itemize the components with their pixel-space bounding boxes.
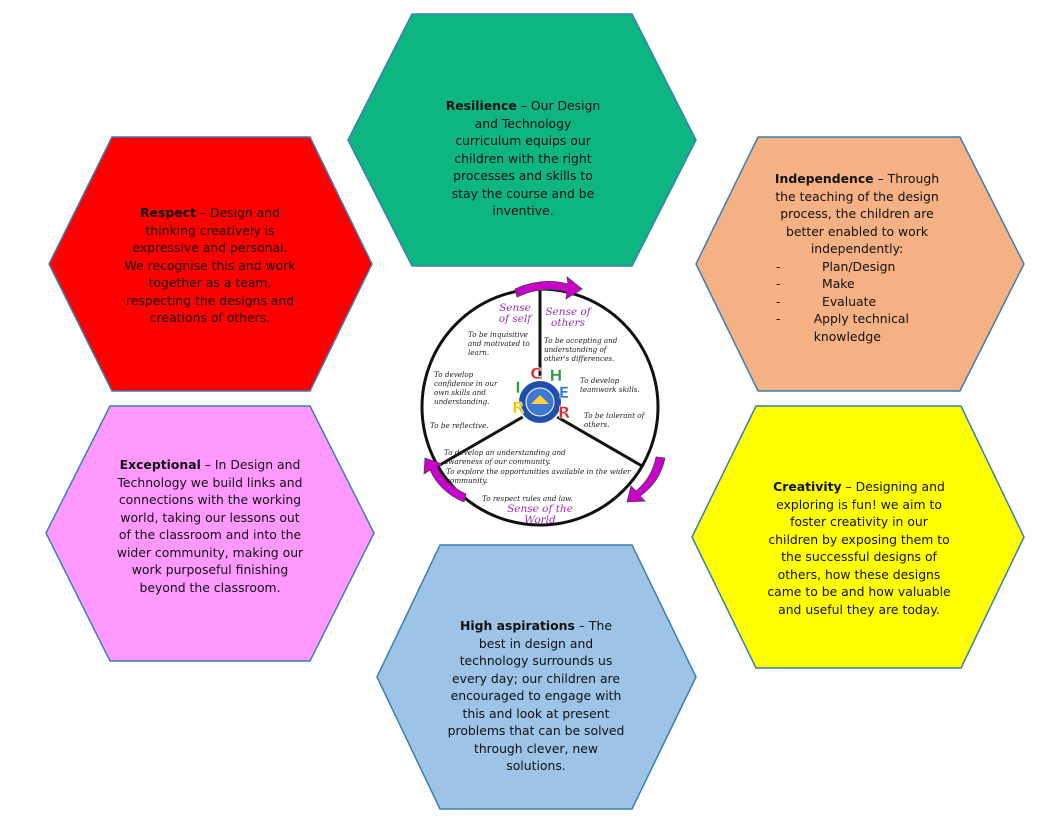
aspirations-text: High aspirations – The best in design an… bbox=[447, 618, 625, 773]
exceptional-text: Exceptional – In Design and Technology w… bbox=[116, 457, 304, 595]
richer-letter: C bbox=[530, 364, 542, 383]
richer-letter: E bbox=[559, 383, 570, 402]
exceptional-title: Exceptional bbox=[119, 457, 201, 472]
hexagon-aspirations bbox=[376, 544, 697, 810]
aspirations-title: High aspirations bbox=[460, 618, 575, 633]
creativity-title: Creativity bbox=[773, 479, 842, 494]
independence-bullet: -Evaluate bbox=[776, 293, 877, 309]
richer-letter: R bbox=[558, 403, 570, 422]
creativity-body: Designing and exploring is fun! we aim t… bbox=[767, 479, 951, 617]
independence-bullet: -Make bbox=[776, 276, 855, 291]
wheel-arrows bbox=[423, 276, 666, 503]
school-logo-emblem-icon bbox=[531, 395, 549, 404]
hexagon-respect bbox=[48, 136, 373, 392]
richer-letter: R bbox=[512, 398, 524, 417]
arrow-left-icon bbox=[423, 457, 467, 503]
hexagon-independence bbox=[695, 136, 1025, 392]
independence-bullet: -Plan/Design bbox=[776, 258, 896, 274]
richer-letters: R I C H E R bbox=[512, 364, 571, 423]
richer-letter: I bbox=[515, 378, 521, 397]
hexagon-resilience bbox=[347, 13, 697, 267]
independence-title: Independence bbox=[774, 171, 874, 186]
creativity-text: Creativity – Designing and exploring is … bbox=[767, 479, 951, 617]
richer-wheel bbox=[420, 287, 660, 527]
independence-text: Independence – Through the teaching of t… bbox=[764, 170, 950, 345]
richer-letter: H bbox=[549, 366, 562, 385]
exceptional-body: In Design and Technology we build links … bbox=[116, 457, 304, 595]
independence-body: Through the teaching of the design proce… bbox=[775, 171, 940, 256]
independence-bullet: -Apply technical knowledge bbox=[776, 311, 909, 344]
hexagon-creativity bbox=[691, 405, 1025, 669]
hexagon-exceptional bbox=[45, 405, 375, 662]
arrow-top-icon bbox=[514, 276, 583, 300]
arrow-right-icon bbox=[626, 456, 666, 503]
respect-text: Respect – Design and thinking creatively… bbox=[124, 205, 296, 325]
resilience-text: Resilience – Our Design and Technology c… bbox=[445, 98, 601, 218]
respect-title: Respect bbox=[140, 205, 196, 220]
resilience-body: Our Design and Technology curriculum equ… bbox=[451, 98, 601, 218]
aspirations-body: The best in design and technology surrou… bbox=[447, 618, 625, 773]
resilience-title: Resilience bbox=[445, 98, 517, 113]
respect-body: Design and thinking creatively is expres… bbox=[124, 205, 296, 325]
